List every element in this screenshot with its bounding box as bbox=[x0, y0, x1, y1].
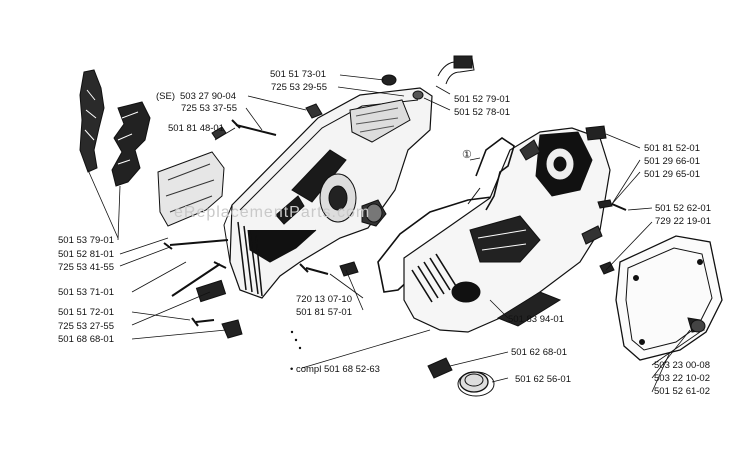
rubber-plug-part bbox=[381, 74, 397, 86]
part-label: 720 13 07-10 bbox=[296, 294, 352, 305]
part-label: 501 52 78-01 bbox=[454, 107, 510, 118]
bolt-part bbox=[163, 239, 229, 250]
part-label: 501 68 68-01 bbox=[58, 334, 114, 345]
part-label: 501 53 79-01 bbox=[58, 235, 114, 246]
part-label: 501 81 48-01 bbox=[168, 123, 224, 134]
part-label: 501 62 68-01 bbox=[511, 347, 567, 358]
part-label: 725 53 37-55 bbox=[181, 103, 237, 114]
part-label: 501 81 57-01 bbox=[296, 307, 352, 318]
part-label: 501 53 71-01 bbox=[58, 287, 114, 298]
complete-assembly-label: • compl 501 68 52-63 bbox=[290, 364, 380, 375]
part-label: 501 52 79-01 bbox=[454, 94, 510, 105]
part-label: 501 52 62-01 bbox=[655, 203, 711, 214]
part-label: 501 52 61-02 bbox=[654, 386, 710, 397]
part-label: 501 81 52-01 bbox=[644, 143, 700, 154]
fuel-line-part bbox=[475, 137, 515, 211]
part-label: 501 83 94-01 bbox=[508, 314, 564, 325]
cap-strap-part bbox=[427, 357, 453, 379]
part-label: 729 22 19-01 bbox=[655, 216, 711, 227]
part-label: 501 51 72-01 bbox=[58, 307, 114, 318]
callout-circle-1: ① bbox=[462, 149, 472, 161]
part-label: 725 53 41-55 bbox=[58, 262, 114, 273]
cover-plate-part bbox=[111, 101, 151, 187]
part-label: 501 51 73-01 bbox=[270, 69, 326, 80]
part-label: 503 23 00-08 bbox=[654, 360, 710, 371]
tank-cap-opening-part bbox=[451, 281, 481, 303]
rubber-buffer-part bbox=[585, 125, 607, 141]
cable-connector-part bbox=[437, 57, 475, 85]
side-decal-part bbox=[79, 69, 105, 173]
washer-part bbox=[221, 319, 243, 339]
part-label: 501 62 56-01 bbox=[515, 374, 571, 385]
bumper-part bbox=[195, 279, 227, 303]
chain-guard-plate-part bbox=[157, 151, 225, 227]
region-code-label: (SE) bbox=[156, 91, 175, 102]
starter-plate-part bbox=[615, 235, 723, 361]
part-label: 501 29 65-01 bbox=[644, 169, 700, 180]
part-label: 725 53 29-55 bbox=[271, 82, 327, 93]
spring-part bbox=[597, 199, 613, 209]
part-label: 503 22 10-02 bbox=[654, 373, 710, 384]
part-label: 501 52 81-01 bbox=[58, 249, 114, 260]
part-label: 503 27 90-04 bbox=[180, 91, 236, 102]
watermark: eReplacementParts.com bbox=[174, 204, 371, 221]
part-label: 725 53 27-55 bbox=[58, 321, 114, 332]
screw-part bbox=[231, 119, 277, 136]
part-label: 501 29 66-01 bbox=[644, 156, 700, 167]
